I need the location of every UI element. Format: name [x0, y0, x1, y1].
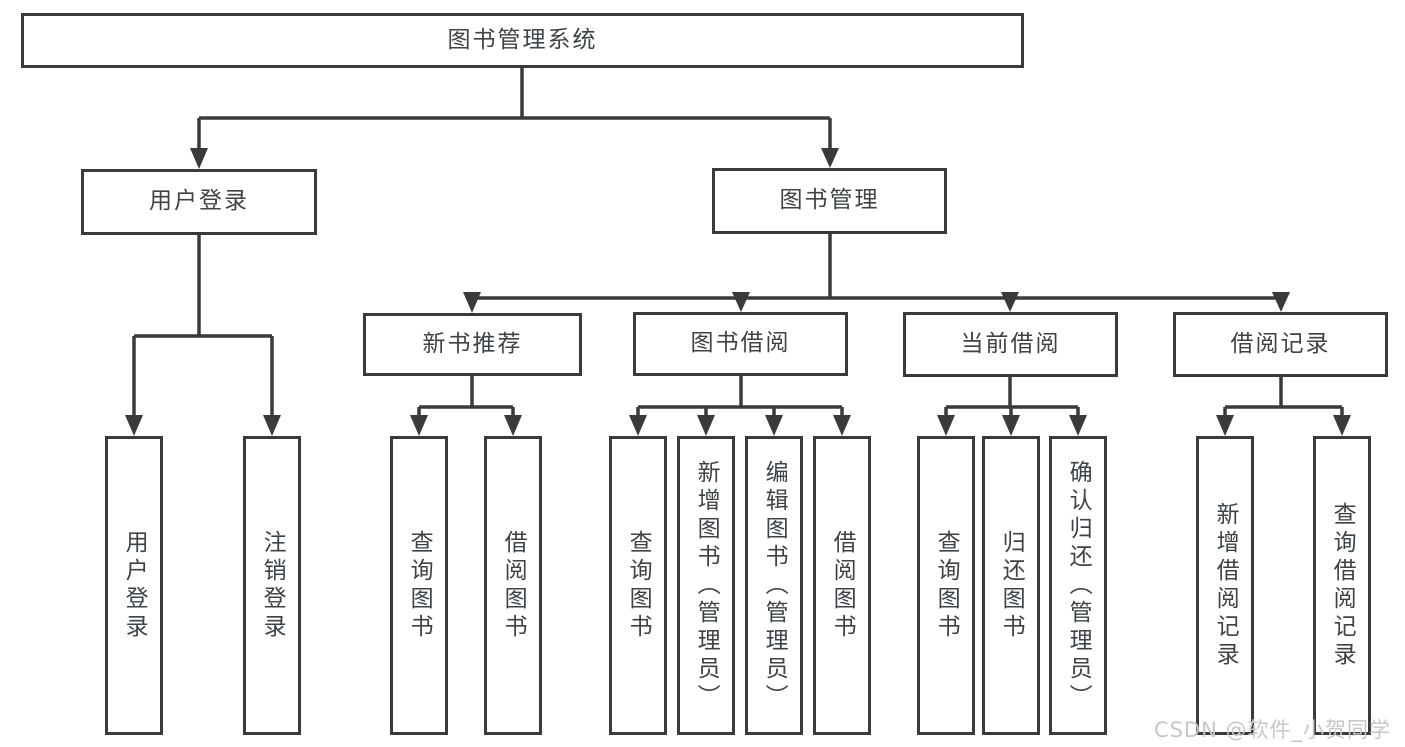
node-leaf-query-books-borrowing: 查询图书 [609, 436, 667, 735]
node-book-borrowing: 图书借阅 [633, 312, 848, 376]
node-leaf-query-borrow-record: 查询借阅记录 [1313, 436, 1371, 735]
node-root-system: 图书管理系统 [21, 13, 1024, 68]
node-leaf-query-books-recommend: 查询图书 [390, 436, 448, 735]
node-leaf-logout: 注销登录 [243, 436, 301, 735]
node-borrowing-records: 借阅记录 [1173, 312, 1388, 377]
arrowheads [125, 148, 1351, 436]
node-user-login: 用户登录 [81, 169, 317, 235]
node-leaf-add-books-admin: 新增图书（管理员） [677, 436, 735, 735]
node-leaf-borrow-books-recommend: 借阅图书 [484, 436, 542, 735]
node-book-management: 图书管理 [712, 168, 947, 234]
csdn-watermark: CSDN @软件_小贺同学 [1153, 718, 1391, 742]
node-leaf-add-borrow-record: 新增借阅记录 [1196, 436, 1254, 735]
node-leaf-user-login: 用户登录 [105, 436, 163, 735]
node-leaf-confirm-return-admin: 确认归还（管理员） [1049, 436, 1107, 735]
node-leaf-return-books: 归还图书 [982, 436, 1040, 735]
node-leaf-query-books-current: 查询图书 [917, 436, 975, 735]
node-current-borrowing: 当前借阅 [903, 312, 1118, 377]
node-leaf-edit-books-admin: 编辑图书（管理员） [745, 436, 803, 735]
node-new-book-recommendation: 新书推荐 [363, 313, 582, 376]
node-leaf-borrow-books: 借阅图书 [813, 436, 871, 735]
